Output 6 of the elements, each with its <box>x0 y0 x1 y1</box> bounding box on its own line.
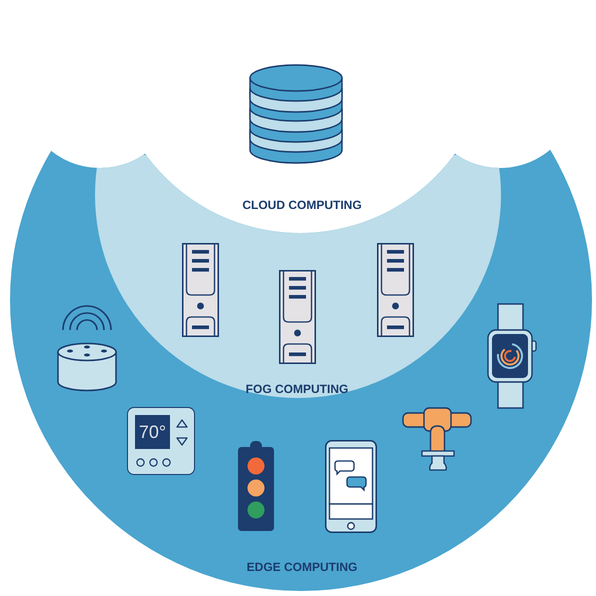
layer-title: EDGE COMPUTING <box>246 561 358 573</box>
edge-layer-area <box>10 148 592 591</box>
layer-title: CLOUD COMPUTING <box>242 199 362 211</box>
fog-layer-area <box>95 155 501 398</box>
temperature-display: 70° <box>135 415 170 449</box>
layer-title: FOG COMPUTING <box>246 383 348 395</box>
